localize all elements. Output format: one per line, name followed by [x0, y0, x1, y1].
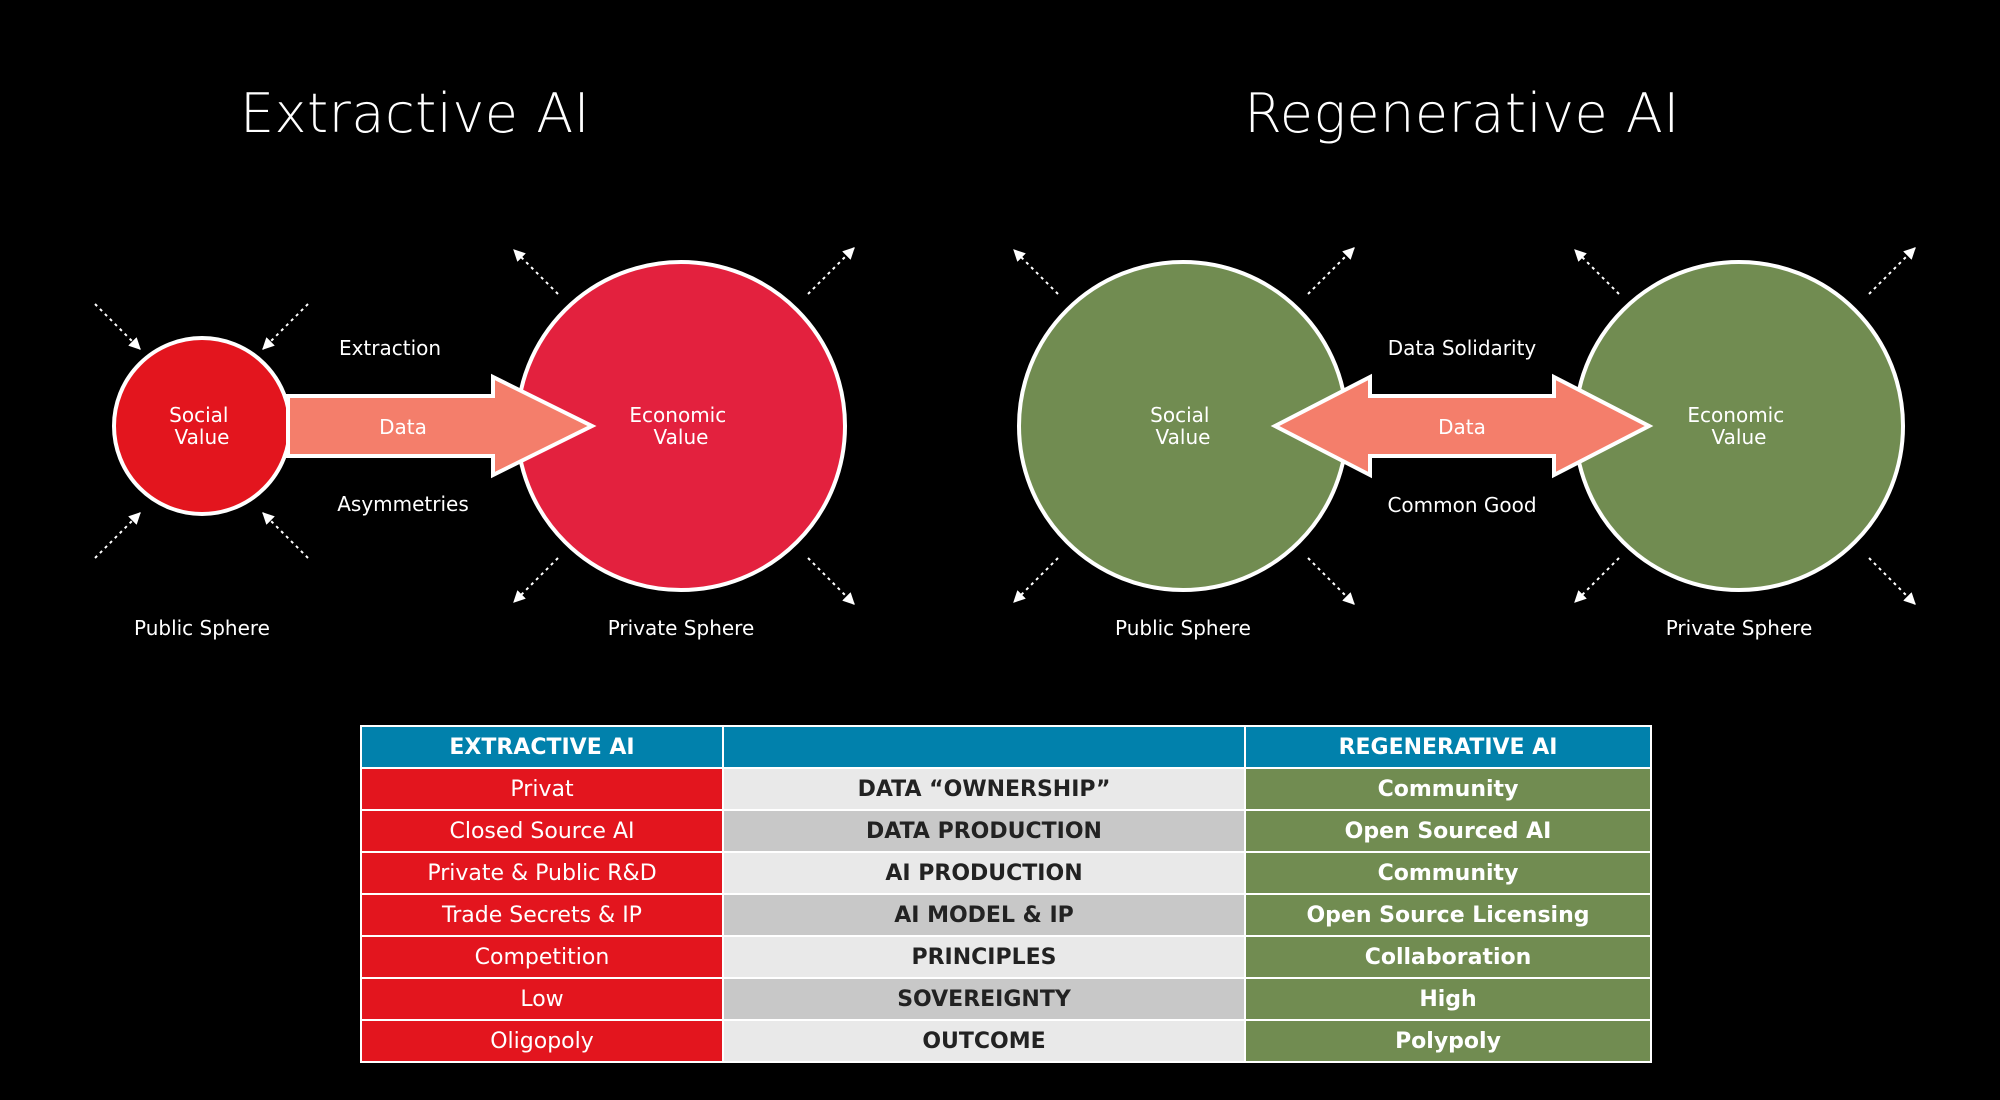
regen-private-sphere-label: Private Sphere: [1666, 616, 1813, 640]
economic-value-line1: Economic: [629, 403, 726, 427]
dimension-cell: AI MODEL & IP: [722, 893, 1246, 937]
regen-economic-value-line1: Economic: [1687, 403, 1784, 427]
regenerative-cell: Open Source Licensing: [1244, 893, 1652, 937]
social-value-line1: Social: [169, 403, 228, 427]
bidirectional-data-arrow: [1270, 373, 1654, 479]
regen-outward-dotted-arrows: [1013, 247, 1916, 605]
data-flow-arrow: [286, 373, 597, 479]
regenerative-ai-title: Regenerative AI: [1244, 82, 1680, 145]
extractive-cell: Competition: [360, 935, 724, 979]
regen-economic-value-label: Economic Value: [1687, 403, 1790, 449]
regenerative-cell: Community: [1244, 851, 1652, 895]
extractive-cell: Oligopoly: [360, 1019, 724, 1063]
data-solidarity-label: Data Solidarity: [1388, 336, 1537, 360]
data-arrow-label: Data: [379, 415, 427, 439]
economic-value-line2: Value: [654, 425, 709, 449]
social-value-label: Social Value: [169, 403, 235, 449]
dimension-cell: PRINCIPLES: [722, 935, 1246, 979]
dimension-cell: AI PRODUCTION: [722, 851, 1246, 895]
regenerative-diagram: Data Social Value Economic Value Data So…: [1013, 247, 1916, 640]
extractive-cell: Privat: [360, 767, 724, 811]
outward-dotted-arrows: [513, 247, 855, 605]
regenerative-cell: Open Sourced AI: [1244, 809, 1652, 853]
private-sphere-label: Private Sphere: [608, 616, 755, 640]
regen-economic-value-line2: Value: [1712, 425, 1767, 449]
regen-social-value-label: Social Value: [1150, 403, 1216, 449]
dimension-cell: DATA PRODUCTION: [722, 809, 1246, 853]
dimension-cell: OUTCOME: [722, 1019, 1246, 1063]
regenerative-cell: High: [1244, 977, 1652, 1021]
regenerative-cell: Community: [1244, 767, 1652, 811]
extraction-label: Extraction: [339, 336, 441, 360]
extractive-cell: Low: [360, 977, 724, 1021]
table-header-row: EXTRACTIVE AI REGENERATIVE AI: [360, 725, 1652, 769]
extractive-cell: Closed Source AI: [360, 809, 724, 853]
header-dimension: [722, 725, 1246, 769]
extractive-cell: Trade Secrets & IP: [360, 893, 724, 937]
header-regenerative: REGENERATIVE AI: [1244, 725, 1652, 769]
value-flow-diagram: Data Social Value Economic Value Extract…: [94, 247, 1916, 640]
common-good-label: Common Good: [1387, 493, 1536, 517]
public-sphere-label: Public Sphere: [134, 616, 270, 640]
header-extractive: EXTRACTIVE AI: [360, 725, 724, 769]
dimension-cell: DATA “OWNERSHIP”: [722, 767, 1246, 811]
regen-public-sphere-label: Public Sphere: [1115, 616, 1251, 640]
regen-data-arrow-label: Data: [1438, 415, 1486, 439]
regenerative-cell: Polypoly: [1244, 1019, 1652, 1063]
regen-social-value-line2: Value: [1156, 425, 1211, 449]
extractive-diagram: Data Social Value Economic Value Extract…: [94, 247, 855, 640]
dimension-cell: SOVEREIGNTY: [722, 977, 1246, 1021]
asymmetries-label: Asymmetries: [337, 492, 469, 516]
extractive-ai-title: Extractive AI: [239, 82, 591, 145]
social-value-line2: Value: [175, 425, 230, 449]
extractive-cell: Private & Public R&D: [360, 851, 724, 895]
economic-value-label: Economic Value: [629, 403, 732, 449]
regenerative-cell: Collaboration: [1244, 935, 1652, 979]
regen-social-value-line1: Social: [1150, 403, 1209, 427]
